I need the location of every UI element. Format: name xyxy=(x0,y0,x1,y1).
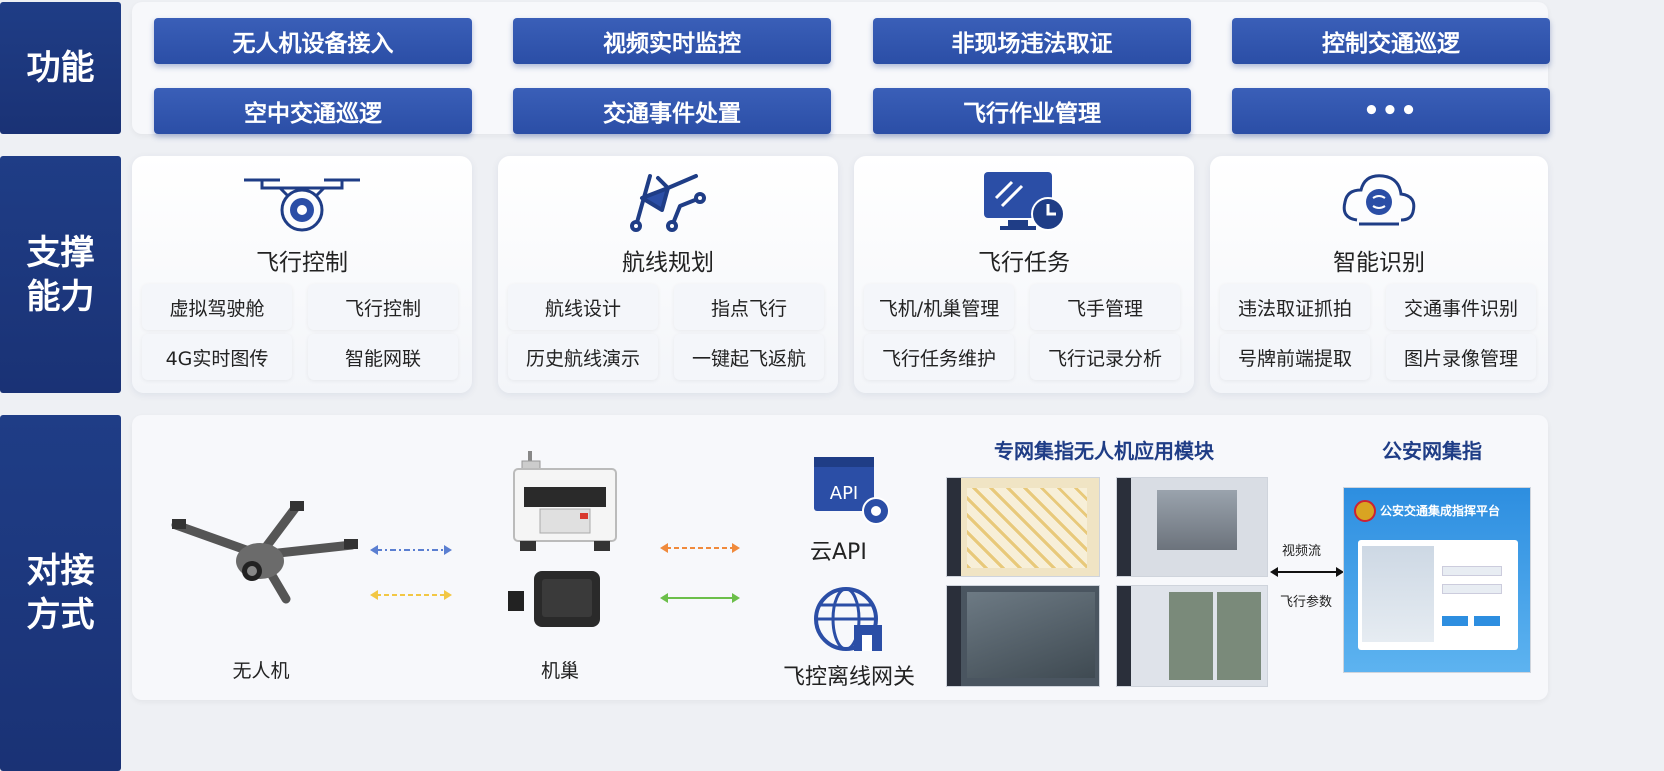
sub-item[interactable]: 飞行控制 xyxy=(308,284,458,330)
row-label-support: 支撑能力 xyxy=(0,156,121,393)
support-panel: 飞行控制 虚拟驾驶舱 飞行控制 4G实时图传 智能网联 航线规划 航线设计 指点… xyxy=(132,156,1548,393)
row-label-support-text: 支撑能力 xyxy=(26,232,95,317)
sub-item[interactable]: 历史航线演示 xyxy=(508,334,658,380)
sub-item[interactable]: 违法取证抓拍 xyxy=(1220,284,1370,330)
shot-map-roads xyxy=(967,488,1087,568)
card-title: 航线规划 xyxy=(622,250,714,276)
function-panel: 无人机设备接入 视频实时监控 非现场违法取证 控制交通巡逻 空中交通巡逻 交通事… xyxy=(132,2,1550,134)
login-input-1[interactable] xyxy=(1442,566,1502,576)
sub-item[interactable]: 智能网联 xyxy=(308,334,458,380)
route-plane-icon xyxy=(630,174,706,232)
sub-item[interactable]: 交通事件识别 xyxy=(1386,284,1536,330)
sub-item[interactable]: 航线设计 xyxy=(508,284,658,330)
police-screen-title: 公安交通集成指挥平台 xyxy=(1380,504,1501,518)
module-screenshot-map xyxy=(946,477,1100,577)
function-button-offsite-evidence[interactable]: 非现场违法取证 xyxy=(873,18,1191,64)
card-route-planning: 航线规划 航线设计 指点飞行 历史航线演示 一键起飞返航 xyxy=(498,156,838,393)
drone-image xyxy=(171,501,358,604)
module-screenshot-highway xyxy=(946,585,1100,687)
police-title: 公安网集指 xyxy=(1382,439,1482,463)
flight-params-label: 飞行参数 xyxy=(1280,595,1333,610)
sub-item[interactable]: 号牌前端提取 xyxy=(1220,334,1370,380)
sub-item[interactable]: 飞手管理 xyxy=(1030,284,1180,330)
arrow-black xyxy=(1270,567,1344,577)
nest-box-image xyxy=(513,451,617,551)
function-button-flight-ops[interactable]: 飞行作业管理 xyxy=(873,88,1191,134)
sub-item[interactable]: 指点飞行 xyxy=(674,284,824,330)
function-button-air-patrol[interactable]: 空中交通巡逻 xyxy=(154,88,472,134)
gateway-label: 飞控离线网关 xyxy=(783,665,916,690)
police-screenshot: 公安交通集成指挥平台 xyxy=(1343,487,1531,673)
sub-item[interactable]: 4G实时图传 xyxy=(142,334,292,380)
docking-panel: 无人机 机巢 API 云API xyxy=(132,415,1548,700)
card-title: 智能识别 xyxy=(1333,250,1425,276)
controller-image xyxy=(508,571,600,627)
cloud-api-label: 云API xyxy=(810,540,867,565)
function-button-incident-handling[interactable]: 交通事件处置 xyxy=(513,88,831,134)
monitor-clock-icon xyxy=(984,172,1065,231)
arrow-yellow xyxy=(370,590,452,600)
sub-item[interactable]: 飞机/机巢管理 xyxy=(864,284,1014,330)
drone-label: 无人机 xyxy=(232,660,290,682)
function-button-traffic-patrol[interactable]: 控制交通巡逻 xyxy=(1232,18,1550,64)
card-title: 飞行控制 xyxy=(256,250,348,276)
shot-road-video xyxy=(1157,490,1237,550)
api-icon-text: API xyxy=(830,483,858,504)
video-stream-label: 视频流 xyxy=(1282,544,1322,559)
police-login-box xyxy=(1358,540,1518,650)
nest-label: 机巢 xyxy=(540,660,579,682)
sub-item[interactable]: 图片录像管理 xyxy=(1386,334,1536,380)
card-flight-task: 飞行任务 飞机/机巢管理 飞手管理 飞行任务维护 飞行记录分析 xyxy=(854,156,1194,393)
shot-sidebar xyxy=(947,478,961,576)
module-screenshot-grid xyxy=(1116,585,1268,687)
sub-item[interactable]: 飞行任务维护 xyxy=(864,334,1014,380)
drone-icon xyxy=(244,178,360,232)
card-smart-recognition: 智能识别 违法取证抓拍 交通事件识别 号牌前端提取 图片录像管理 xyxy=(1210,156,1548,393)
login-input-2[interactable] xyxy=(1442,584,1502,594)
sub-item[interactable]: 一键起飞返航 xyxy=(674,334,824,380)
api-icon: API xyxy=(814,457,890,525)
shot-sidebar xyxy=(1117,478,1131,576)
sub-item[interactable]: 虚拟驾驶舱 xyxy=(142,284,292,330)
login-button-2[interactable] xyxy=(1474,616,1500,626)
row-label-function: 功能 xyxy=(0,2,121,134)
function-button-video-monitor[interactable]: 视频实时监控 xyxy=(513,18,831,64)
function-button-drone-access[interactable]: 无人机设备接入 xyxy=(154,18,472,64)
login-side-image xyxy=(1362,546,1434,642)
shot-sidebar xyxy=(1117,586,1131,686)
globe-gateway-icon xyxy=(814,587,882,651)
row-label-docking-text: 对接方式 xyxy=(26,551,95,635)
brain-cloud-icon xyxy=(1342,174,1416,226)
card-flight-control: 飞行控制 虚拟驾驶舱 飞行控制 4G实时图传 智能网联 xyxy=(132,156,472,393)
shot-grid-videos xyxy=(1169,592,1263,680)
shot-highway-video xyxy=(967,592,1095,678)
card-title: 飞行任务 xyxy=(978,250,1070,276)
arrow-green xyxy=(660,593,740,603)
module-screenshot-road xyxy=(1116,477,1268,577)
function-button-more[interactable]: ••• xyxy=(1232,88,1550,134)
shot-sidebar xyxy=(947,586,961,686)
arrow-blue xyxy=(370,545,452,555)
login-button-1[interactable] xyxy=(1442,616,1468,626)
sub-item[interactable]: 飞行记录分析 xyxy=(1030,334,1180,380)
module-title: 专网集指无人机应用模块 xyxy=(994,439,1214,463)
row-label-docking: 对接方式 xyxy=(0,415,121,771)
arrow-orange xyxy=(660,543,740,553)
police-emblem-icon xyxy=(1354,500,1376,522)
